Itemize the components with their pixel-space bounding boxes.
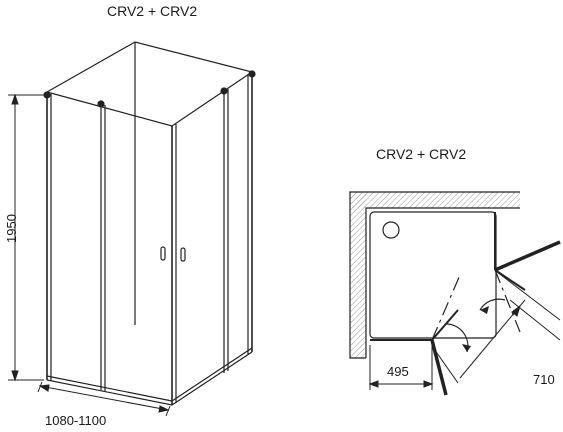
height-label: 1950 [3,214,19,243]
diagonal-label: 710 [533,372,555,387]
diagonal-dimension [431,271,561,384]
perspective-view [43,41,256,406]
width-label: 1080-1100 [45,413,107,428]
height-dimension [8,93,44,382]
width-dimension [37,381,171,417]
door-dimension [368,345,434,390]
plan-view [349,191,561,396]
perspective-title: CRV2 + CRV2 [107,3,198,19]
door-width-label: 495 [387,364,409,379]
plan-title: CRV2 + CRV2 [376,146,467,162]
